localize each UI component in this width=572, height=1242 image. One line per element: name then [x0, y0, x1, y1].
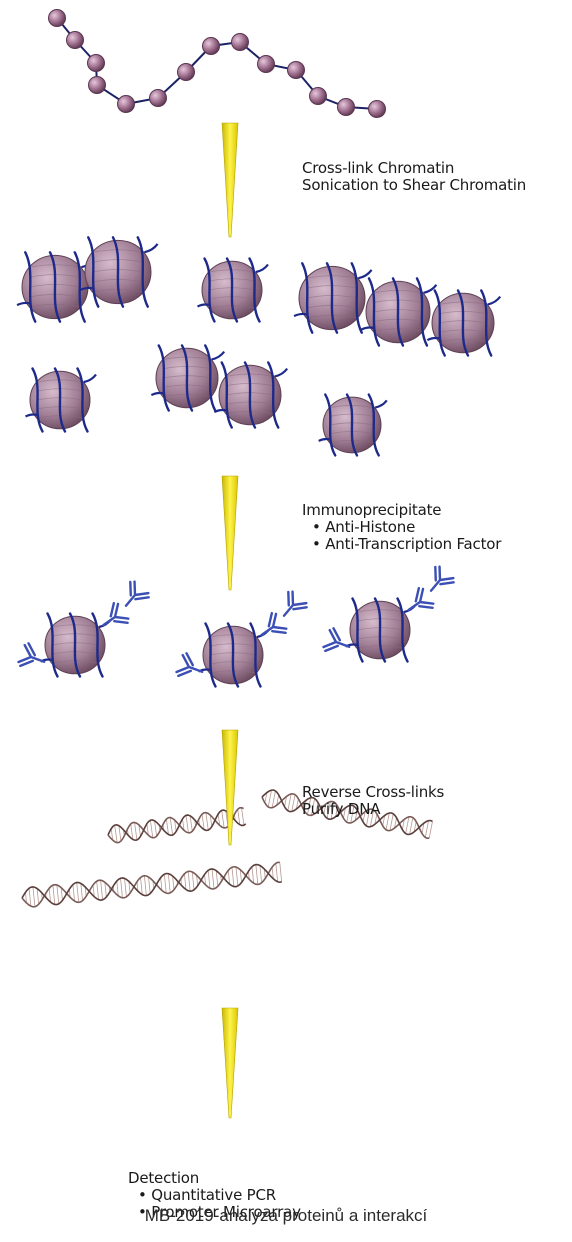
nucleosome	[427, 290, 500, 355]
dna-double-helix	[107, 807, 246, 843]
nucleosome	[41, 614, 112, 677]
nucleosome	[199, 624, 270, 687]
step-immunoprecipitate-title: Immunoprecipitate	[302, 502, 501, 519]
chromatin-bead	[150, 90, 167, 107]
chromatin-bead	[88, 55, 105, 72]
chromatin-bead	[118, 96, 135, 113]
antibody	[117, 580, 151, 614]
nucleosome	[17, 252, 95, 321]
nucleosome	[198, 259, 269, 322]
bullet-anti-histone: • Anti-Histone	[302, 519, 501, 536]
dna-double-helix	[21, 862, 282, 908]
antibody	[422, 565, 456, 599]
step-cross-link-label: Cross-link Chromatin Sonication to Shear…	[302, 160, 526, 194]
nucleosome	[346, 599, 417, 662]
slide-footer: MB-2019-analýza proteinů a interakcí	[0, 1206, 572, 1226]
chromatin-bead-chain	[49, 10, 386, 118]
chromatin-bead	[67, 32, 84, 49]
step-reverse-line-2: Purify DNA	[302, 801, 444, 818]
step-arrow	[222, 123, 238, 237]
antibody	[175, 652, 206, 683]
chromatin-bead	[178, 64, 195, 81]
step-detection-title: Detection	[128, 1170, 301, 1187]
nucleosome	[361, 278, 436, 345]
step-cross-link-line-2: Sonication to Shear Chromatin	[302, 177, 526, 194]
chromatin-bead	[369, 101, 386, 118]
step-cross-link-line-1: Cross-link Chromatin	[302, 160, 526, 177]
antibody	[17, 642, 48, 673]
nucleosome	[294, 263, 372, 332]
chromatin-bead	[203, 38, 220, 55]
nucleosome	[319, 395, 387, 456]
chromatin-bead	[232, 34, 249, 51]
chromatin-bead	[49, 10, 66, 27]
step-reverse-cross-links-label: Reverse Cross-links Purify DNA	[302, 784, 444, 818]
step-reverse-line-1: Reverse Cross-links	[302, 784, 444, 801]
nucleosome	[26, 369, 97, 432]
step-arrow	[222, 476, 238, 590]
nucleosome	[214, 362, 287, 427]
antibody	[275, 590, 309, 624]
nucleosome	[80, 237, 158, 306]
sheared-chromatin-nucleosomes	[17, 237, 500, 455]
bullet-quantitative-pcr: • Quantitative PCR	[128, 1187, 301, 1204]
step-arrow	[222, 1008, 238, 1118]
chromatin-bead	[258, 56, 275, 73]
chromatin-bead	[310, 88, 327, 105]
step-immunoprecipitate-label: Immunoprecipitate • Anti-Histone • Anti-…	[302, 502, 501, 553]
chromatin-bead	[89, 77, 106, 94]
nucleosome	[151, 345, 224, 410]
bullet-anti-transcription-factor: • Anti-Transcription Factor	[302, 536, 501, 553]
chain-linker-dna	[57, 18, 377, 109]
antibody	[322, 627, 353, 658]
chromatin-bead	[288, 62, 305, 79]
chromatin-bead	[338, 99, 355, 116]
immunoprecipitated-complexes	[17, 565, 455, 687]
